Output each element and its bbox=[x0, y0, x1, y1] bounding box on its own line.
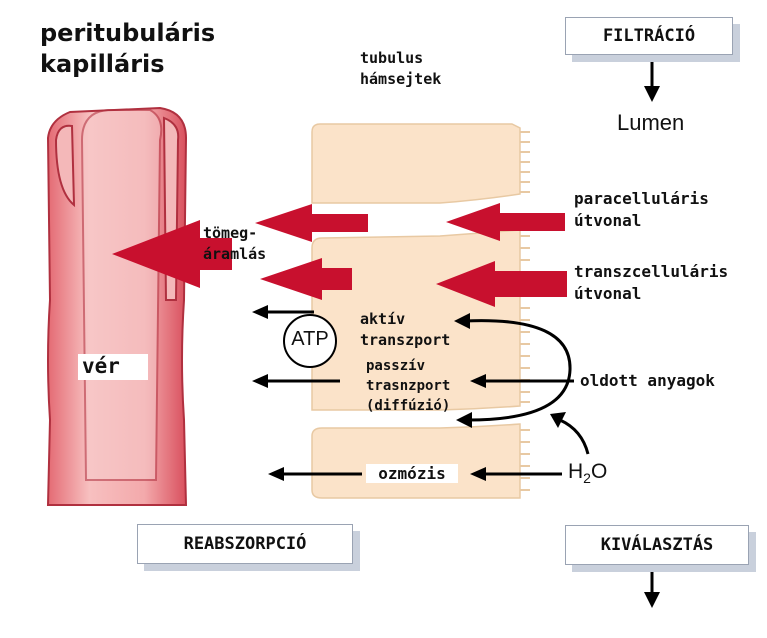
capillary-cut-left bbox=[54, 124, 76, 208]
filtration-arrowhead bbox=[644, 86, 660, 102]
water-sub: 2 bbox=[583, 470, 591, 487]
water-o: O bbox=[590, 460, 608, 483]
solutes-curve bbox=[463, 319, 572, 422]
passive-transport-label: passzív trasnzport (diffúzió) bbox=[366, 356, 450, 416]
paracellular-label: paracelluláris útvonal bbox=[574, 188, 709, 232]
capillary-inner-wall bbox=[80, 109, 163, 481]
tubule-label: tubulus hámsejtek bbox=[360, 48, 441, 90]
transcellular-label: transzcelluláris útvonal bbox=[574, 261, 728, 305]
capillary bbox=[46, 106, 188, 506]
bulk-flow-line1: tömeg- bbox=[203, 224, 258, 242]
bulk-flow-label: tömeg- áramlás bbox=[203, 223, 266, 265]
water-in-arrowhead bbox=[470, 467, 486, 481]
cell-top bbox=[311, 123, 521, 204]
water-curve-arrowhead bbox=[550, 412, 566, 428]
atp-label: ATP bbox=[291, 328, 329, 350]
lumen-label: Lumen bbox=[617, 110, 685, 135]
active-arrowhead bbox=[454, 313, 470, 329]
solutes-pointer-arrowhead bbox=[470, 374, 486, 388]
black-arrows bbox=[252, 62, 660, 608]
passive-transport-line2: trasnzport bbox=[366, 378, 451, 394]
passive-transport-line3: (diffúzió) bbox=[366, 398, 451, 414]
diffusion-arrowhead bbox=[456, 412, 472, 428]
microvilli bbox=[520, 131, 530, 491]
atp-out-arrowhead bbox=[252, 305, 268, 319]
secretion-arrowhead bbox=[644, 592, 660, 608]
active-transport-line2: transzport bbox=[360, 331, 451, 349]
filtration-box: FILTRÁCIÓ bbox=[565, 17, 733, 55]
transcellular-line2: útvonal bbox=[574, 284, 642, 303]
solutes-label: oldott anyagok bbox=[580, 371, 715, 390]
blood-label: vér bbox=[78, 354, 148, 380]
capillary-title-line2: kapilláris bbox=[40, 50, 165, 78]
paracellular-arrow-right bbox=[446, 203, 565, 241]
capillary-title: peritubuláris kapilláris bbox=[40, 18, 215, 80]
water-curve bbox=[559, 418, 590, 455]
bulk-flow-arrow bbox=[112, 220, 232, 288]
secretion-box: KIVÁLASZTÁS bbox=[565, 525, 749, 565]
osmosis-label: ozmózis bbox=[366, 464, 458, 483]
transcellular-arrow-left bbox=[260, 258, 352, 300]
osmosis-out-arrowhead bbox=[268, 467, 284, 481]
water-h: H bbox=[568, 460, 584, 483]
reabsorption-label: REABSZORPCIÓ bbox=[183, 534, 307, 554]
cell-bottom bbox=[311, 423, 521, 499]
secretion-label: KIVÁLASZTÁS bbox=[600, 535, 714, 555]
active-transport-label: aktív transzport bbox=[360, 309, 450, 351]
active-transport-line1: aktív bbox=[360, 310, 406, 328]
atp-circle bbox=[283, 314, 337, 368]
paracellular-line2: útvonal bbox=[574, 211, 642, 230]
transcellular-line1: transzcelluláris bbox=[574, 262, 729, 281]
paracellular-arrow-left bbox=[255, 204, 368, 242]
passive-transport-line1: passzív bbox=[366, 358, 426, 374]
paracellular-line1: paracelluláris bbox=[574, 189, 709, 208]
transcellular-arrow-right bbox=[436, 261, 567, 307]
bulk-flow-line2: áramlás bbox=[203, 245, 267, 263]
water-label: H2O bbox=[568, 460, 607, 486]
capillary-title-line1: peritubuláris bbox=[40, 19, 216, 47]
filtration-label: FILTRÁCIÓ bbox=[602, 26, 696, 46]
reabsorption-box: REABSZORPCIÓ bbox=[137, 524, 353, 564]
tubule-label-line2: hámsejtek bbox=[360, 70, 442, 88]
tubule-label-line1: tubulus bbox=[360, 49, 424, 67]
passive-out-arrowhead bbox=[252, 374, 268, 388]
red-arrows bbox=[112, 203, 567, 307]
